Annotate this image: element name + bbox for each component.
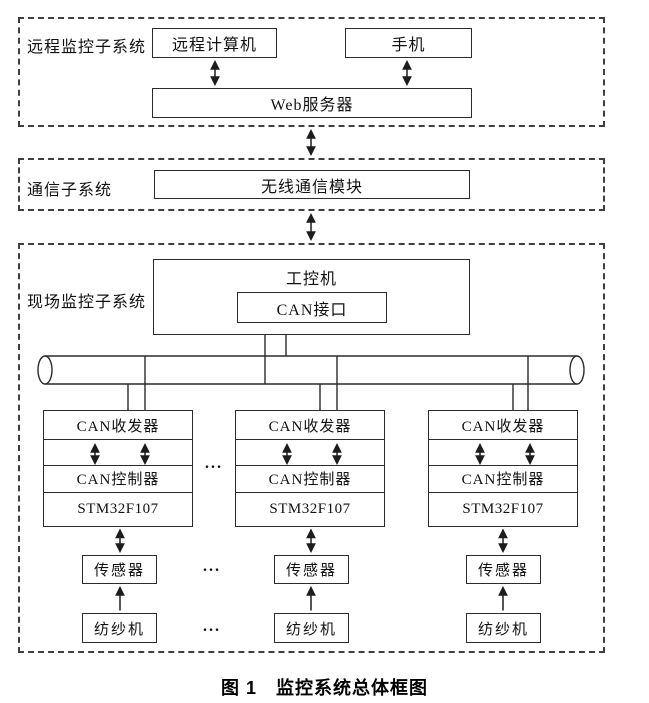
can-controller-label: CAN控制器 <box>236 466 384 493</box>
ellipsis-machines: ... <box>203 618 221 635</box>
can-transceiver-label: CAN收发器 <box>236 411 384 440</box>
spinning-machine-box-2: 纺纱机 <box>274 613 349 643</box>
spinning-machine-box-3: 纺纱机 <box>466 613 541 643</box>
sensor-box-3: 传感器 <box>466 555 541 584</box>
can-node-stack-3: CAN收发器 CAN控制器 STM32F107 <box>428 410 578 527</box>
ellipsis-sensors: ... <box>203 558 221 575</box>
wireless-module-box: 无线通信模块 <box>154 170 470 199</box>
transceiver-controller-arrows-row <box>429 440 577 466</box>
sensor-box-1: 传感器 <box>82 555 157 584</box>
remote-subsystem-container <box>18 17 605 127</box>
mcu-label: STM32F107 <box>77 501 159 517</box>
comm-subsystem-label: 通信子系统 <box>27 182 113 199</box>
can-node-stack-1: CAN收发器 CAN控制器 STM32F107 <box>43 410 193 527</box>
can-node-stack-2: CAN收发器 CAN控制器 STM32F107 <box>235 410 385 527</box>
field-subsystem-label: 现场监控子系统 <box>27 294 147 311</box>
figure-caption: 图 1 监控系统总体框图 <box>220 678 428 698</box>
mcu-label: STM32F107 <box>462 501 544 517</box>
transceiver-controller-arrows-row <box>236 440 384 466</box>
web-server-box: Web服务器 <box>152 88 472 118</box>
can-interface-box: CAN接口 <box>237 292 387 323</box>
remote-subsystem-label: 远程监控子系统 <box>27 39 147 56</box>
field-subsystem-container <box>18 243 605 653</box>
phone-box: 手机 <box>345 28 472 58</box>
can-controller-label: CAN控制器 <box>44 466 192 493</box>
spinning-machine-box-1: 纺纱机 <box>82 613 157 643</box>
transceiver-controller-arrows-row <box>44 440 192 466</box>
sensor-box-2: 传感器 <box>274 555 349 584</box>
ellipsis-nodes: ... <box>205 455 223 472</box>
remote-computer-box: 远程计算机 <box>152 28 277 58</box>
can-controller-label: CAN控制器 <box>429 466 577 493</box>
mcu-label: STM32F107 <box>269 501 351 517</box>
can-transceiver-label: CAN收发器 <box>44 411 192 440</box>
can-transceiver-label: CAN收发器 <box>429 411 577 440</box>
ipc-label: 工控机 <box>285 271 337 288</box>
comm-subsystem-container <box>18 158 605 211</box>
